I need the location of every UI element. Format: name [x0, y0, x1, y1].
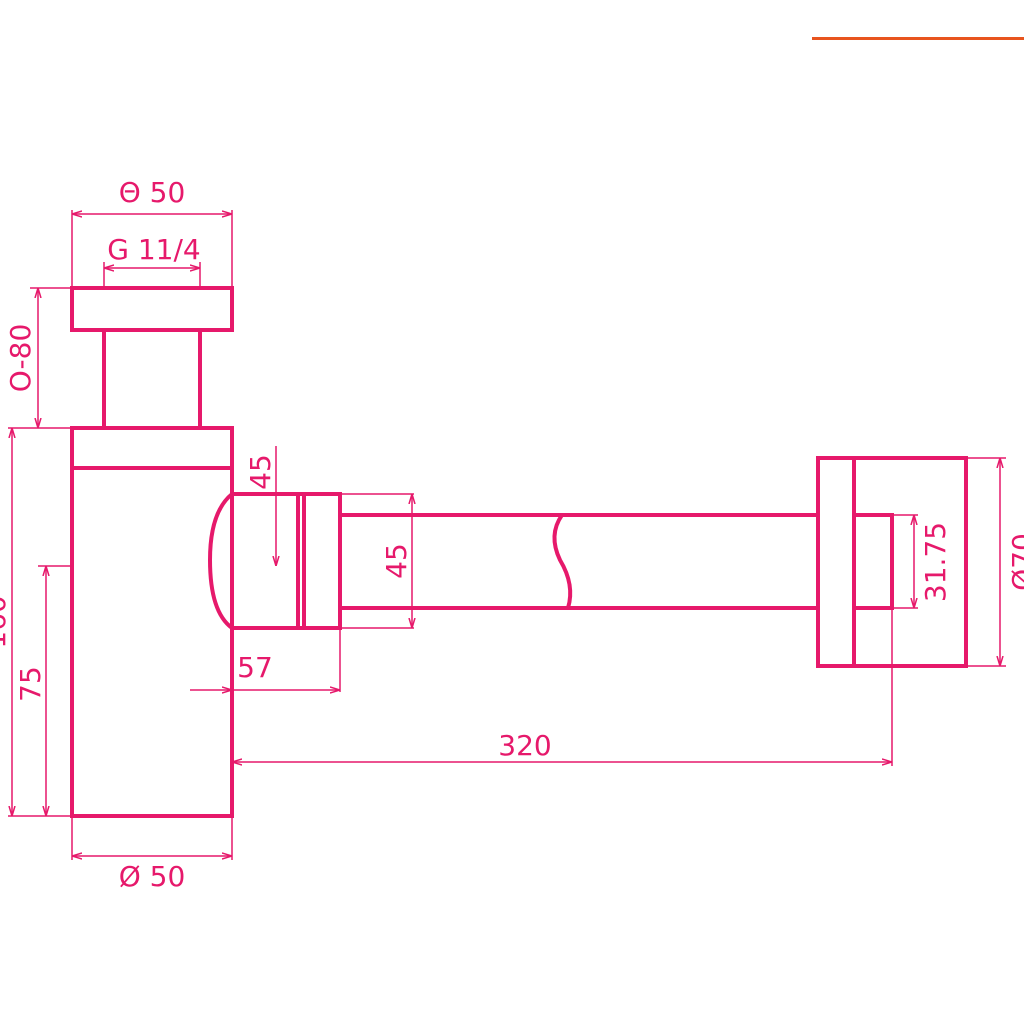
outlet-dome	[207, 492, 234, 630]
trap-body	[70, 466, 234, 818]
accent-line	[812, 37, 1024, 40]
pipe-break	[552, 513, 573, 609]
trap-body-top	[70, 426, 234, 470]
label-height-80: O-80	[4, 324, 37, 393]
label-thread: G 11/4	[107, 233, 200, 266]
label-flange: Ø70	[1006, 533, 1024, 591]
label-lower-height: 75	[14, 666, 47, 702]
wall-pipe-stub	[852, 513, 894, 610]
drain-cap	[70, 286, 234, 332]
tailpiece	[102, 328, 202, 430]
label-outlet-pipe: 45	[380, 543, 413, 579]
label-320: 320	[498, 729, 551, 762]
label-outlet-offset: 45	[244, 454, 277, 490]
label-57: 57	[237, 651, 273, 684]
outlet-nut	[302, 492, 342, 630]
label-total-height: 160	[0, 595, 12, 648]
label-body-diameter: Ø 50	[119, 860, 186, 893]
label-stub: 31.75	[919, 522, 952, 602]
label-cap-diameter: Θ 50	[119, 176, 186, 209]
